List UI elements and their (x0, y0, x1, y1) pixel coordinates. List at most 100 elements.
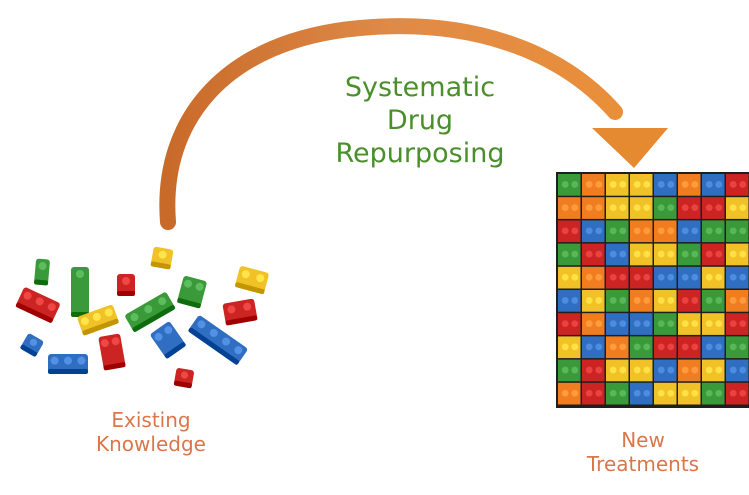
wall-brick (654, 359, 677, 382)
wall-brick (630, 220, 653, 243)
scattered-brick (188, 315, 248, 365)
scattered-brick (235, 266, 269, 295)
wall-brick (630, 174, 653, 196)
wall-brick (678, 174, 701, 196)
scattered-brick (173, 368, 194, 389)
new-label-line-2: Treatments (586, 452, 700, 477)
new-treatments-label: New Treatments (548, 428, 738, 477)
wall-brick (726, 220, 749, 243)
scattered-brick (177, 276, 207, 309)
wall-brick (606, 266, 629, 289)
wall-brick (582, 290, 605, 312)
wall-brick (630, 313, 653, 335)
wall-brick (630, 243, 653, 266)
scattered-brick (222, 298, 258, 326)
wall-brick (678, 359, 701, 382)
wall-brick (582, 197, 605, 219)
wall-brick (702, 359, 725, 382)
wall-brick (582, 382, 605, 405)
curved-arrow (159, 18, 668, 230)
wall-brick (726, 174, 749, 196)
wall-brick (654, 313, 677, 335)
scattered-brick (117, 274, 135, 296)
wall-brick (558, 266, 581, 289)
wall-brick (558, 174, 581, 196)
wall-brick (630, 359, 653, 382)
wall-brick (702, 382, 725, 405)
wall-brick (726, 197, 749, 219)
wall-brick (582, 243, 605, 266)
wall-brick (606, 359, 629, 382)
wall-brick (630, 382, 653, 405)
scattered-brick (150, 246, 174, 270)
wall-brick (654, 290, 677, 312)
wall-brick (678, 313, 701, 335)
wall-brick (726, 266, 749, 289)
wall-brick (606, 382, 629, 405)
wall-brick (702, 313, 725, 335)
wall-brick (582, 336, 605, 359)
wall-brick (726, 382, 749, 405)
wall-brick (630, 197, 653, 219)
new-label-line-1: New (621, 428, 665, 452)
scattered-brick (77, 304, 119, 336)
wall-brick (702, 290, 725, 312)
wall-brick (558, 243, 581, 266)
wall-brick (630, 336, 653, 359)
scattered-brick (34, 258, 50, 286)
wall-brick (558, 359, 581, 382)
wall-brick (630, 290, 653, 312)
wall-brick (654, 266, 677, 289)
wall-brick (654, 382, 677, 405)
wall-brick (678, 382, 701, 405)
scattered-brick (48, 354, 88, 374)
wall-brick (558, 382, 581, 405)
wall-brick (654, 197, 677, 219)
wall-brick (654, 174, 677, 196)
wall-brick (606, 336, 629, 359)
wall-brick (702, 266, 725, 289)
wall-brick (630, 266, 653, 289)
wall-brick (654, 243, 677, 266)
scattered-brick (20, 333, 44, 357)
wall-brick (654, 336, 677, 359)
center-label: Systematic Drug Repurposing (300, 72, 540, 171)
wall-brick (558, 197, 581, 219)
wall-brick (558, 336, 581, 359)
wall-brick (726, 243, 749, 266)
brick-wall (556, 172, 749, 408)
wall-brick (606, 290, 629, 312)
wall-brick (582, 359, 605, 382)
wall-brick (726, 359, 749, 382)
existing-label-line-1: Existing (111, 408, 191, 432)
wall-brick (582, 313, 605, 335)
wall-brick (678, 220, 701, 243)
scattered-brick (125, 292, 176, 332)
wall-brick (726, 313, 749, 335)
wall-brick (678, 266, 701, 289)
wall-brick (558, 290, 581, 312)
center-label-line-1: Systematic (344, 72, 496, 103)
wall-brick (606, 197, 629, 219)
scattered-brick (98, 333, 126, 371)
scattered-brick (15, 287, 60, 323)
wall-brick (702, 243, 725, 266)
existing-knowledge-label: Existing Knowledge (66, 408, 236, 457)
wall-brick (606, 220, 629, 243)
wall-brick (702, 174, 725, 196)
wall-brick (654, 220, 677, 243)
wall-brick (726, 290, 749, 312)
arrow-shaft (159, 18, 623, 230)
wall-brick (606, 243, 629, 266)
wall-brick (678, 336, 701, 359)
wall-brick (702, 197, 725, 219)
center-label-line-2: Drug (386, 104, 454, 136)
wall-brick (582, 220, 605, 243)
wall-brick (606, 313, 629, 335)
wall-brick (558, 220, 581, 243)
wall-brick (702, 336, 725, 359)
wall-brick (678, 243, 701, 266)
wall-brick (726, 336, 749, 359)
existing-label-line-2: Knowledge (96, 432, 206, 457)
